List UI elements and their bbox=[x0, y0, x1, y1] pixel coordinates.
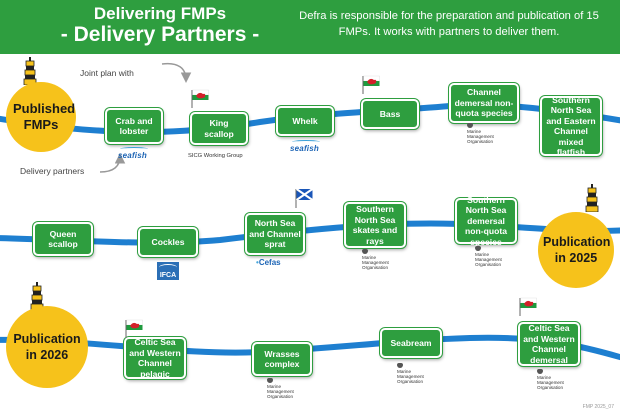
cefas-logo-text: Cefas bbox=[258, 258, 281, 267]
mmo-logo-text: Marine Management Organisation bbox=[362, 255, 389, 271]
buoy-icon bbox=[585, 184, 599, 212]
fmp-label: Wrasses complex bbox=[264, 348, 300, 370]
fmp-label: Bass bbox=[379, 108, 401, 119]
mmo-logo-text: Marine Management Organisation bbox=[397, 369, 424, 385]
crest-icon bbox=[537, 369, 543, 374]
fmp-label: Crab and lobster bbox=[115, 115, 153, 137]
milestone-2025-label: Publication in 2025 bbox=[543, 235, 611, 265]
fmp-king-scallop[interactable]: King scallop bbox=[190, 112, 248, 145]
crest-icon bbox=[362, 249, 368, 254]
welsh-flag-icon bbox=[362, 75, 380, 94]
mmo-logo: Marine Management Organisation bbox=[362, 249, 398, 271]
path-row-2 bbox=[0, 220, 620, 246]
milestone-published-label: Published FMPs bbox=[13, 101, 76, 132]
seafish-logo: seafish bbox=[118, 147, 148, 160]
fmp-sns-eastern-channel[interactable]: Southern North Sea and Eastern Channel m… bbox=[540, 94, 602, 158]
fmp-label: Southern North Sea demersal non-quota sp… bbox=[465, 194, 507, 247]
fmp-whelk[interactable]: Whelk bbox=[276, 106, 334, 136]
crest-icon bbox=[475, 246, 481, 251]
fmp-label: Celtic Sea and Western Channel demersal bbox=[523, 323, 575, 365]
fmp-celtic-pelagic[interactable]: Celtic Sea and Western Channel pelagic bbox=[124, 337, 186, 379]
fmp-channel-demersal[interactable]: Channel demersal non-quota species bbox=[449, 83, 519, 123]
fmp-label: Southern North Sea and Eastern Channel m… bbox=[546, 94, 596, 158]
milestone-2026: Publication in 2026 bbox=[6, 306, 88, 388]
crest-icon bbox=[267, 378, 273, 383]
header-banner: Delivering FMPs - Delivery Partners - De… bbox=[0, 0, 620, 54]
mmo-logo: Marine Management Organisation bbox=[397, 363, 433, 385]
mmo-logo: Marine Management Organisation bbox=[267, 378, 303, 400]
crest-icon bbox=[467, 123, 473, 128]
title-line-1: Delivering FMPs bbox=[93, 4, 227, 23]
buoy-icon bbox=[23, 57, 37, 85]
fmp-label: Queen scallop bbox=[48, 228, 78, 250]
note-sicg: SICG Working Group bbox=[188, 153, 243, 159]
arrow-joint-plan bbox=[161, 62, 192, 83]
fmp-label: King scallop bbox=[204, 118, 234, 139]
fmp-label: North Sea and Channel sprat bbox=[249, 218, 301, 250]
milestone-published: Published FMPs bbox=[6, 82, 76, 152]
scottish-flag-icon bbox=[295, 188, 314, 208]
ifca-logo: IFCA bbox=[157, 262, 179, 280]
fmp-seabream[interactable]: Seabream bbox=[380, 328, 442, 358]
milestone-2026-label: Publication in 2026 bbox=[13, 332, 81, 362]
intro-text: Defra is responsible for the preparation… bbox=[299, 10, 599, 38]
fmp-label: Celtic Sea and Western Channel pelagic bbox=[129, 337, 181, 379]
fmp-label: Seabream bbox=[390, 337, 432, 348]
fmp-sns-skates-rays[interactable]: Southern North Sea skates and rays bbox=[344, 202, 406, 248]
milestone-2025: Publication in 2025 bbox=[538, 212, 614, 288]
fmp-queen-scallop[interactable]: Queen scallop bbox=[33, 222, 93, 256]
mmo-logo-text: Marine Management Organisation bbox=[467, 129, 494, 145]
fmp-label: Southern North Sea skates and rays bbox=[352, 204, 398, 246]
mmo-logo: Marine Management Organisation bbox=[537, 369, 573, 391]
mmo-logo-text: Marine Management Organisation bbox=[267, 384, 294, 400]
fmp-label: Cockles bbox=[151, 236, 185, 247]
fmp-wrasses[interactable]: Wrasses complex bbox=[252, 342, 312, 376]
mmo-logo-text: Marine Management Organisation bbox=[537, 375, 564, 391]
arrow-delivery-partners bbox=[99, 153, 126, 173]
welsh-flag-icon bbox=[519, 297, 537, 316]
fmp-cockles[interactable]: Cockles bbox=[138, 227, 198, 257]
fmp-sns-demersal[interactable]: Southern North Sea demersal non-quota sp… bbox=[455, 195, 517, 247]
fmp-crab-lobster[interactable]: Crab and lobster bbox=[105, 108, 163, 144]
cefas-logo-dot: • bbox=[256, 258, 259, 267]
fmp-label: Channel demersal non-quota species bbox=[454, 87, 514, 119]
mmo-logo-text: Marine Management Organisation bbox=[475, 252, 502, 268]
note-delivery-partners: Delivery partners bbox=[20, 166, 85, 176]
seafish-logo: seafish bbox=[290, 140, 320, 153]
footer-reference: FMP 2025_07 bbox=[582, 404, 614, 410]
fmp-north-sea-sprat[interactable]: North Sea and Channel sprat bbox=[245, 213, 305, 255]
fmp-bass[interactable]: Bass bbox=[361, 99, 419, 129]
fmp-label: Whelk bbox=[292, 115, 318, 126]
mmo-logo: Marine Management Organisation bbox=[467, 123, 503, 145]
mmo-logo: Marine Management Organisation bbox=[475, 246, 511, 268]
crest-icon bbox=[397, 363, 403, 368]
ifca-logo-text: IFCA bbox=[159, 272, 177, 279]
fmp-celtic-demersal[interactable]: Celtic Sea and Western Channel demersal bbox=[518, 322, 580, 366]
cefas-logo: •Cefas bbox=[256, 258, 281, 267]
note-joint-plan: Joint plan with bbox=[80, 68, 134, 78]
welsh-flag-icon bbox=[125, 319, 143, 338]
welsh-flag-icon bbox=[191, 89, 209, 108]
title-line-2: - Delivery Partners - bbox=[60, 23, 260, 46]
